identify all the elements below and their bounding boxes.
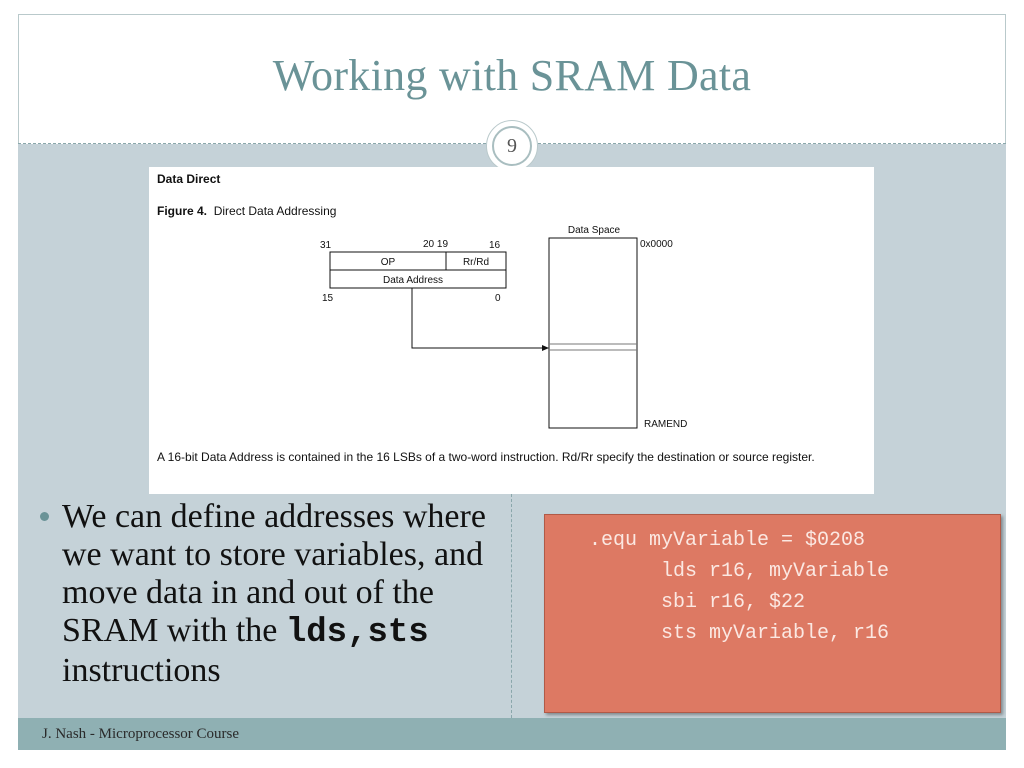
slide-title: Working with SRAM Data (272, 51, 752, 100)
code-block: .equ myVariable = $0208 lds r16, myVaria… (544, 514, 1001, 713)
address-start-label: 0x0000 (640, 239, 673, 250)
figure-caption-text: Direct Data Addressing (213, 204, 337, 218)
address-end-label: RAMEND (644, 419, 687, 430)
code-line: sbi r16, $22 (661, 591, 806, 614)
bit-31-label: 31 (320, 240, 332, 251)
footer-bar (18, 718, 1006, 750)
figure-caption-label: Figure 4. (157, 204, 208, 218)
data-address-field-label: Data Address (383, 275, 443, 286)
address-arrowhead (542, 345, 549, 351)
page-number: 9 (492, 126, 532, 166)
figure-caption: Figure 4. Direct Data Addressing (157, 204, 336, 218)
op-field-label: OP (381, 257, 396, 268)
direct-addressing-figure: Data Direct Figure 4. Direct Data Addres… (149, 167, 874, 494)
data-space-memory (548, 237, 638, 429)
instruction-word-low (329, 269, 507, 289)
bullet-text: We can define addresses where we want to… (62, 498, 502, 690)
bit-15-label: 15 (322, 293, 334, 304)
data-space-label: Data Space (568, 225, 621, 236)
code-line: lds r16, myVariable (661, 560, 890, 583)
rr-rd-field-label: Rr/Rd (463, 257, 489, 268)
bullet-dot-icon (40, 512, 49, 521)
bit-16-label: 16 (489, 240, 501, 251)
page-number-badge: 9 (486, 120, 538, 172)
figure-heading: Data Direct (157, 172, 221, 186)
code-line: sts myVariable, r16 (661, 622, 890, 645)
bullet-text-before: We can define addresses where we want to… (62, 498, 486, 649)
address-pointer-arrow (411, 288, 545, 349)
addressing-diagram: 31 20 19 16 OP Rr/Rd Data Address 15 0 D… (320, 225, 687, 430)
bit-0-label: 0 (495, 293, 501, 304)
bullet-text-after: instructions (62, 652, 221, 689)
footer-text: J. Nash - Microprocessor Course (42, 726, 240, 742)
bit-20-19-label: 20 19 (423, 239, 448, 250)
code-line: .equ myVariable = $0208 (589, 529, 866, 552)
bullet-code: lds,sts (285, 614, 429, 652)
figure-note: A 16-bit Data Address is contained in th… (157, 450, 815, 464)
column-divider (511, 494, 512, 718)
